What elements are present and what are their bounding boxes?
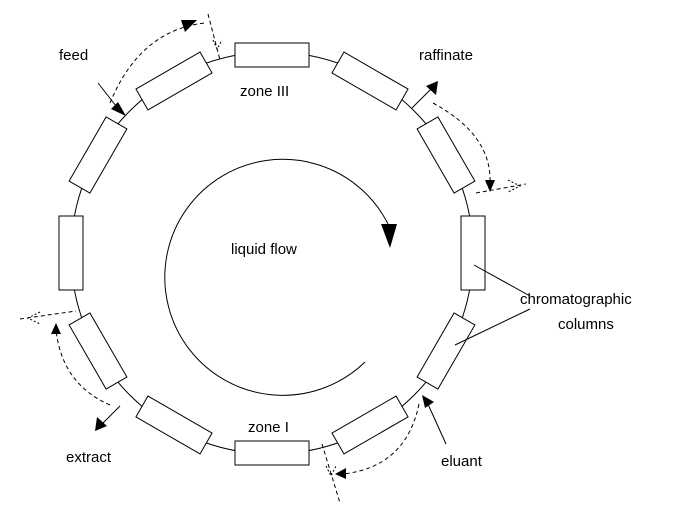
- column: [416, 312, 476, 390]
- raffinate-switch-path: [432, 102, 491, 184]
- columns-leader-line: [473, 264, 531, 297]
- raffinate-label: raffinate: [419, 47, 473, 64]
- eluant-switch-path: [342, 403, 420, 475]
- raffinate-switch-open-arrow: [507, 179, 522, 193]
- column: [68, 116, 128, 194]
- feed-switch-tick: [207, 13, 221, 61]
- feed-arrowhead: [111, 102, 126, 116]
- eluant-switch-tick: [321, 443, 341, 504]
- liquid-flow-arc: [164, 158, 391, 396]
- column: [135, 51, 213, 111]
- feed-switch-path: [109, 22, 206, 104]
- eluant-switch-arrowhead: [335, 468, 346, 479]
- column: [331, 395, 409, 455]
- extract-line: [101, 405, 121, 425]
- column: [416, 116, 476, 194]
- chromatographic-label: chromatographic: [520, 291, 632, 308]
- extract-label: extract: [66, 449, 112, 466]
- eluant-line: [426, 401, 447, 445]
- raffinate-switch-arrowhead: [485, 180, 495, 192]
- column: [331, 51, 409, 111]
- extract-switch-open-arrow: [26, 311, 41, 325]
- extract-arrowhead: [95, 417, 107, 431]
- liquid-flow-label: liquid flow: [231, 241, 297, 258]
- columns-leader-line: [454, 308, 531, 346]
- column: [58, 215, 84, 291]
- liquid-flow-arrowhead: [381, 224, 397, 248]
- column: [68, 312, 128, 390]
- column: [234, 440, 310, 466]
- feed-switch-arrowhead: [181, 20, 197, 32]
- columns-group: [58, 42, 486, 466]
- raffinate-line: [411, 87, 433, 109]
- eluant-label: eluant: [441, 453, 483, 470]
- column: [460, 215, 486, 291]
- zone-i-label: zone I: [248, 419, 289, 436]
- extract-switch-path: [55, 329, 111, 406]
- feed-switch-open-arrow: [212, 39, 223, 51]
- raffinate-arrowhead: [426, 81, 438, 95]
- column: [135, 395, 213, 455]
- eluant-arrowhead: [422, 395, 434, 408]
- columns-label: columns: [558, 316, 614, 333]
- feed-label: feed: [59, 47, 88, 64]
- column: [234, 42, 310, 68]
- raffinate-switch-tick: [475, 183, 527, 194]
- extract-switch-arrowhead: [51, 323, 61, 334]
- zone-iii-label: zone III: [240, 83, 289, 100]
